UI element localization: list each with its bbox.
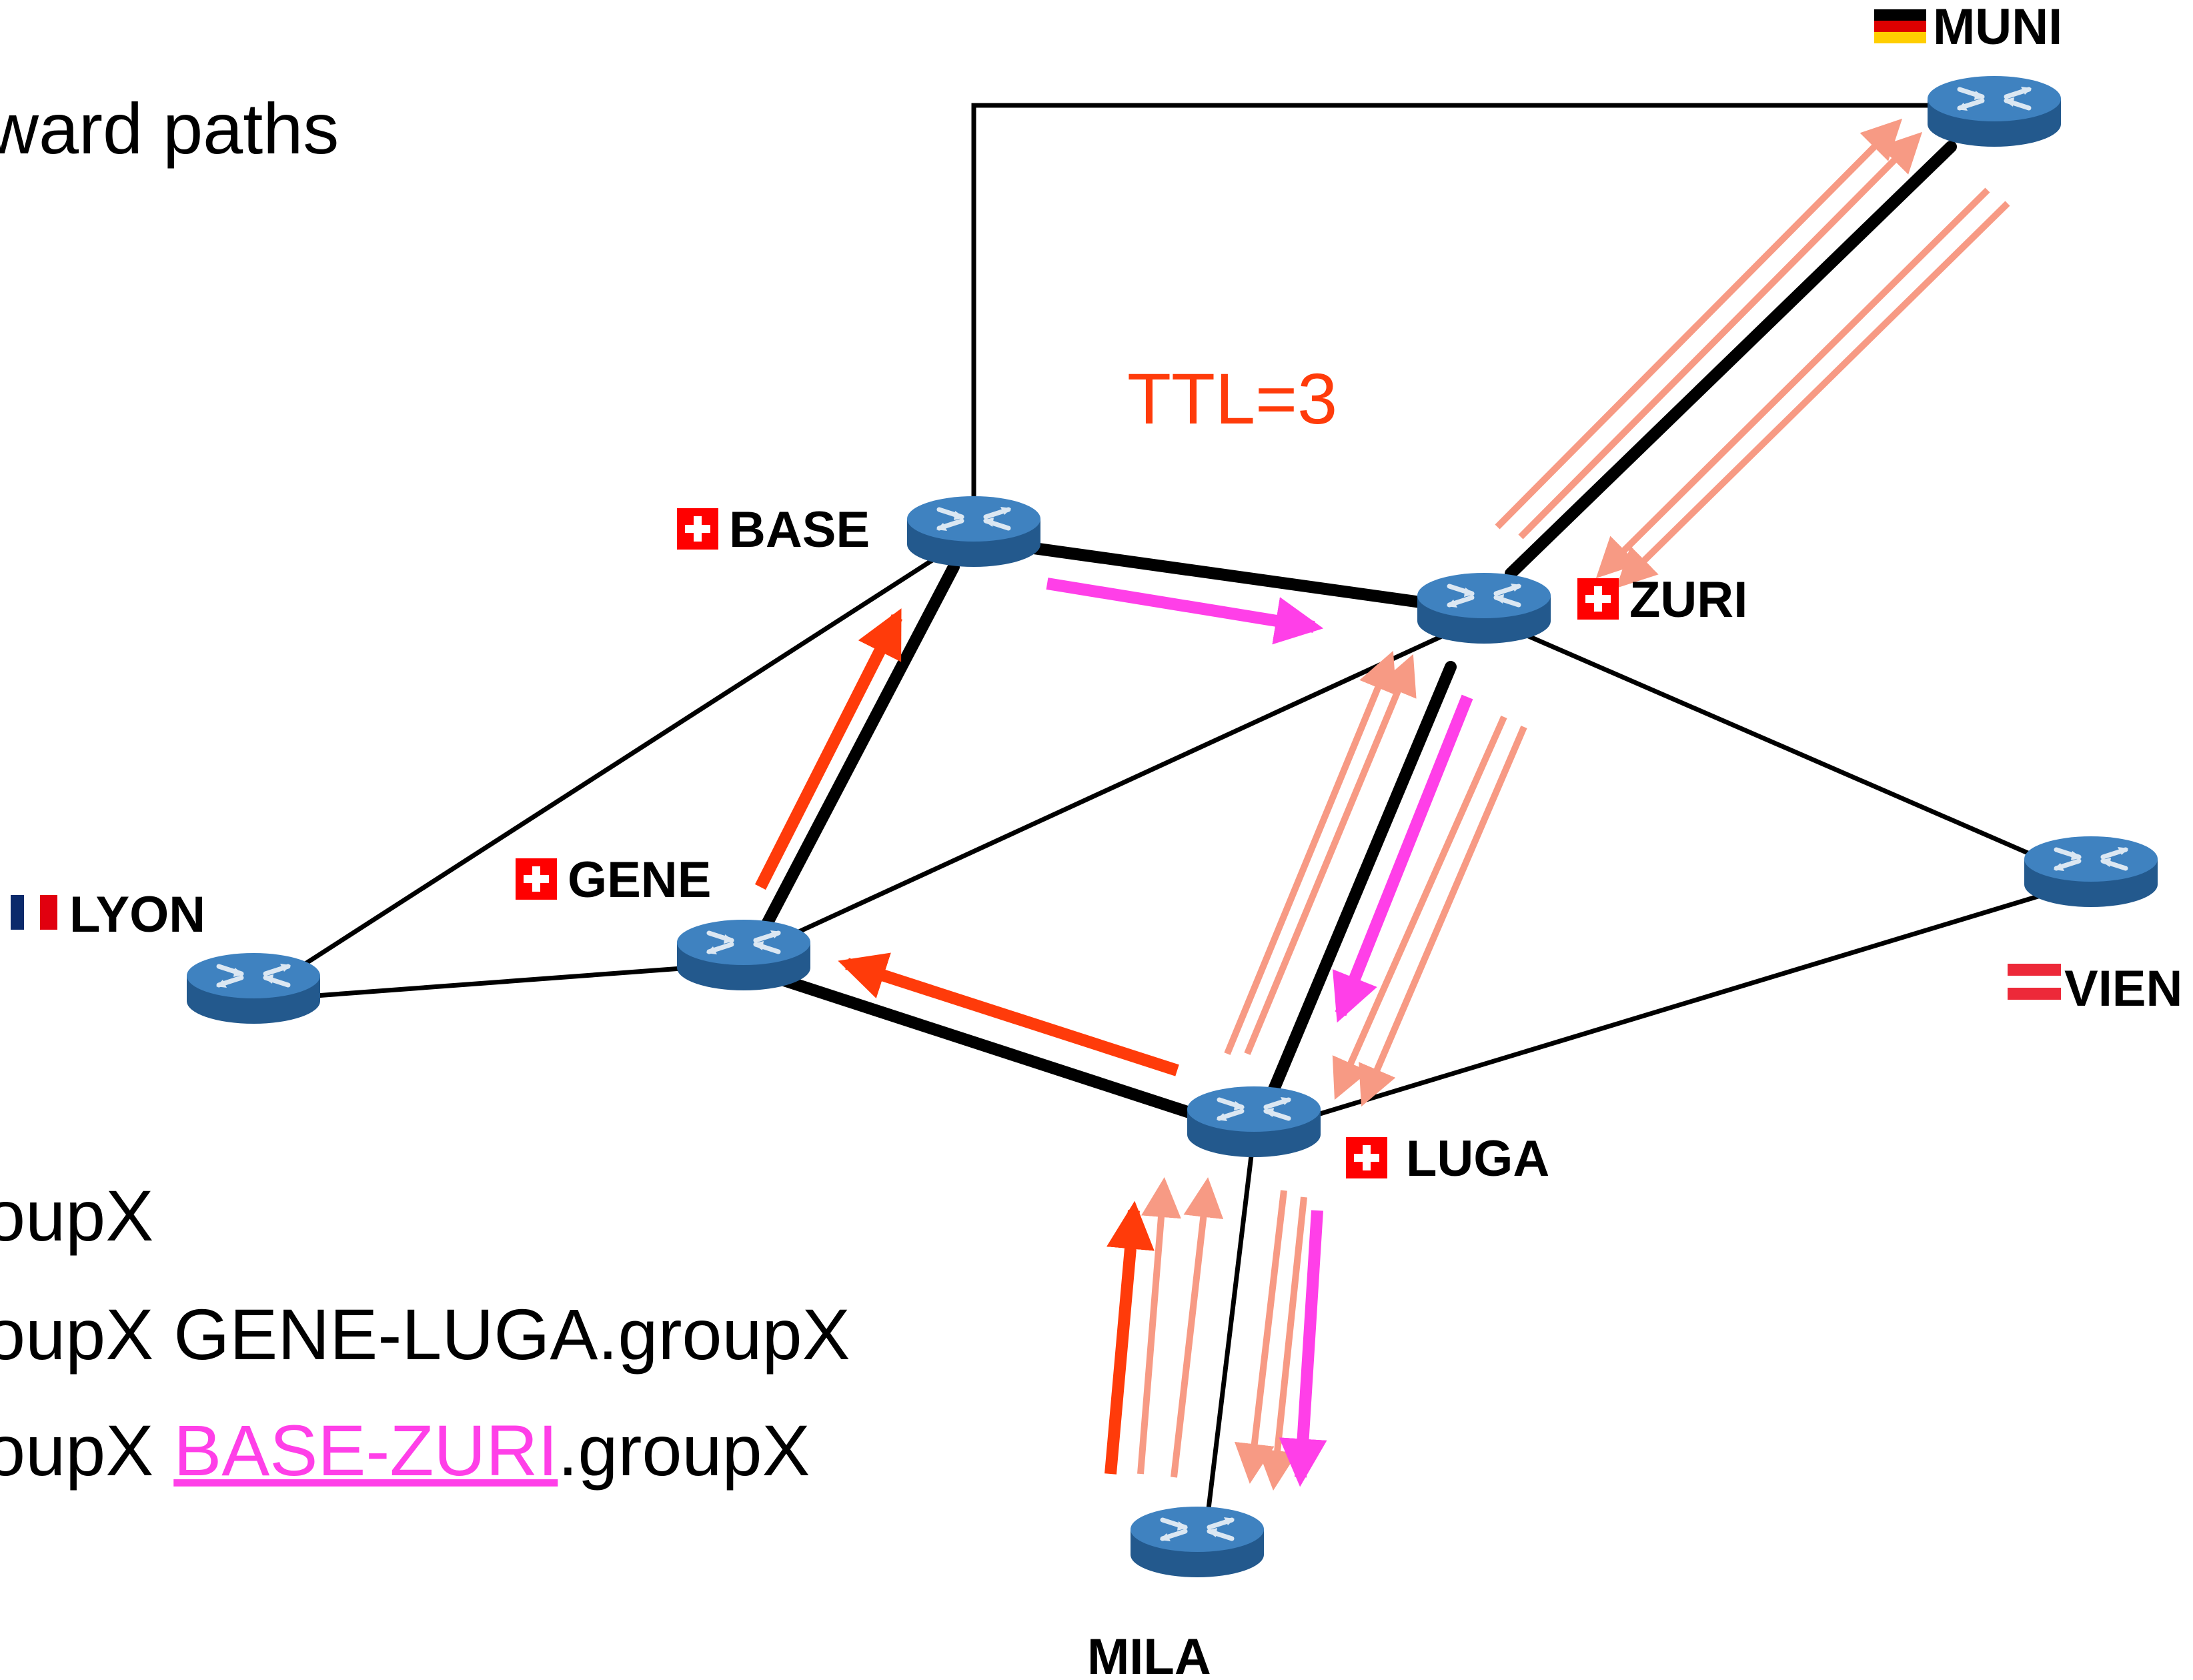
link-lyon-base: [252, 532, 975, 999]
traceroute-line-3-hop-highlight: BASE-ZURI: [173, 1410, 558, 1491]
link-luga-zuri: [1265, 661, 1457, 1103]
router-icon: [2024, 836, 2158, 907]
node-label-luga: LUGA: [1406, 1130, 1549, 1187]
german-flag-icon: [1874, 9, 1926, 43]
router-icon: [1417, 573, 1551, 644]
ttl-label: TTL=3: [1127, 358, 1337, 439]
highlight-arrow: [1046, 578, 1324, 645]
response-arrow: [1137, 1177, 1181, 1475]
router-icon: [1928, 76, 2061, 147]
swiss-flag-icon: [516, 858, 557, 900]
node-label-muni: MUNI: [1933, 0, 2062, 55]
response-arrow: [1171, 1177, 1224, 1478]
link-base-muni: [971, 103, 1994, 520]
node-label-vien: VIEN: [2064, 960, 2182, 1017]
link-lyon-gene: [253, 961, 744, 1003]
probe-arrow: [838, 952, 1179, 1076]
french-flag-icon: [11, 895, 57, 930]
response-arrow: [1244, 654, 1417, 1055]
link-base-zuri: [994, 538, 1460, 613]
traceroute-line-3: oupX BASE-ZURI.groupX: [0, 1410, 810, 1491]
response-arrow: [1332, 715, 1507, 1100]
link-gene-base: [761, 561, 960, 930]
response-arrow: [1359, 726, 1527, 1107]
traceroute-line-2: oupX GENE-LUGA.groupX: [0, 1294, 850, 1375]
response-arrow: [1615, 201, 2010, 589]
highlight-arrows: [1046, 578, 1473, 1487]
traceroute-line-1-prefix: oupX: [0, 1175, 153, 1256]
traceroute-line-2-hop: GENE-LUGA.groupX: [173, 1294, 850, 1375]
node-label-gene: GENE: [568, 852, 711, 908]
link-gene-zuri: [742, 614, 1485, 960]
response-arrow: [1495, 118, 1903, 530]
probe-arrows: [754, 608, 1179, 1475]
traceroute-line-1: oupX: [0, 1175, 153, 1256]
highlight-arrow: [1279, 1210, 1327, 1487]
traceroute-line-2-prefix: oupX: [0, 1294, 153, 1375]
thick-links: [761, 141, 1957, 1126]
swiss-flag-icon: [1346, 1137, 1387, 1178]
response-arrow: [1234, 1190, 1287, 1484]
node-label-mila: MILA: [1087, 1629, 1211, 1680]
router-icon: [1131, 1507, 1264, 1577]
page-title: ward paths: [0, 88, 339, 169]
austrian-flag-icon: [2008, 964, 2061, 1000]
response-arrow: [1518, 131, 1923, 540]
traceroute-line-3-hop-suffix: .groupX: [558, 1410, 810, 1491]
router-icon: [1187, 1086, 1321, 1157]
highlight-arrow: [1332, 694, 1473, 1023]
response-arrow: [1595, 187, 1990, 579]
link-zuri-vien: [1483, 614, 2092, 883]
link-zuri-muni: [1505, 141, 1957, 580]
swiss-flag-icon: [1577, 578, 1619, 620]
traceroute-line-3-prefix: oupX: [0, 1410, 153, 1491]
response-arrow: [1257, 1196, 1307, 1491]
node-label-zuri: ZURI: [1629, 572, 1747, 628]
swiss-flag-icon: [677, 508, 718, 550]
node-label-base: BASE: [729, 502, 870, 558]
router-icon: [677, 920, 810, 990]
probe-arrow: [754, 608, 903, 890]
link-luga-mila: [1201, 1133, 1257, 1548]
link-gene-luga: [768, 971, 1220, 1126]
response-arrow: [1224, 650, 1397, 1055]
response-arrows: [1137, 118, 2010, 1491]
node-label-lyon: LYON: [69, 886, 205, 943]
router-icon: [187, 953, 320, 1024]
router-icon: [907, 496, 1040, 567]
probe-arrow: [1105, 1200, 1155, 1475]
